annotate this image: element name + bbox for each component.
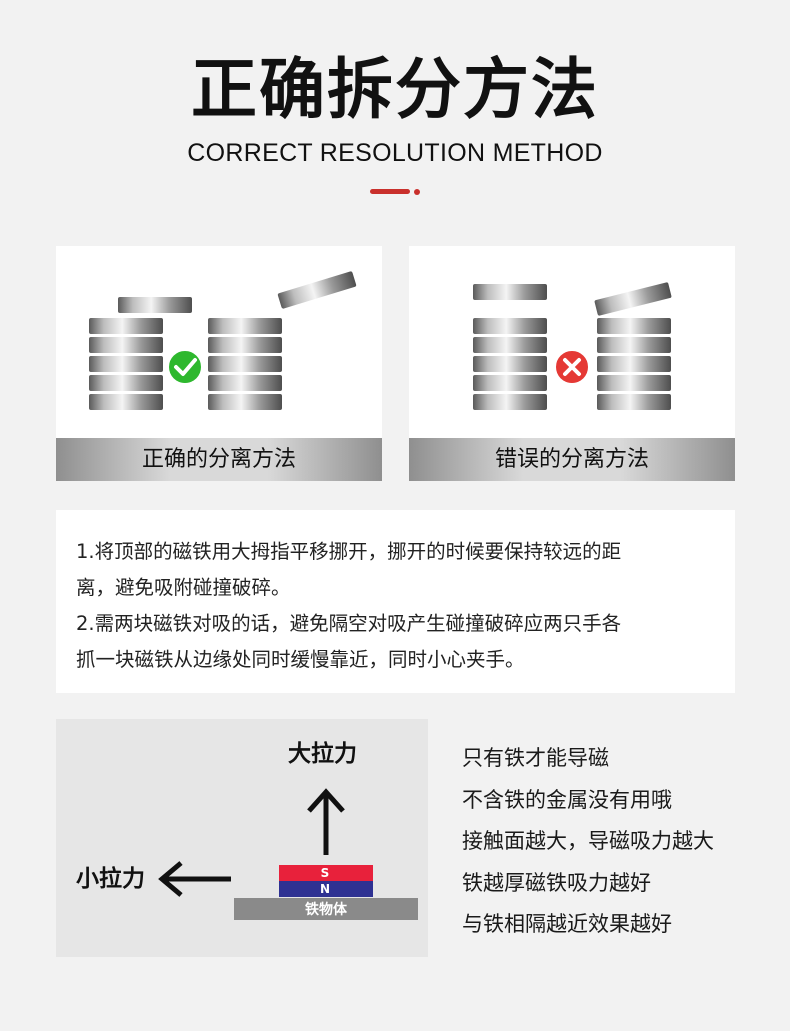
title-divider (370, 189, 410, 194)
magnet-stack-left (89, 318, 163, 410)
page-title: 正确拆分方法 (191, 51, 599, 128)
magnet-stack-right (208, 318, 282, 410)
wrong-method-illustration (473, 282, 672, 410)
magnet-facts-list: 只有铁才能导磁 不含铁的金属没有用哦 接触面越大，导磁吸力越大 铁越厚磁铁吸力越… (462, 738, 782, 946)
fact-item: 接触面越大，导磁吸力越大 (462, 829, 714, 853)
pole-s-label: S (320, 866, 330, 880)
instruction-line: 离，避免吸附碰撞破碎。 (76, 576, 291, 599)
title-divider-dot (414, 189, 420, 195)
correct-method-panel: 正确的分离方法 (56, 246, 382, 481)
lifted-magnet (473, 284, 547, 300)
instruction-line: 1.将顶部的磁铁用大拇指平移挪开，挪开的时候要保持较远的距 (76, 540, 622, 563)
magnet-north-pole (279, 881, 373, 897)
correct-method-illustration (89, 271, 357, 410)
tilted-magnet (277, 271, 357, 309)
arrow-left-icon (158, 861, 231, 897)
cross-icon (554, 349, 590, 385)
big-pull-label: 大拉力 (288, 741, 357, 767)
magnet-force-diagram: 大拉力 小拉力 S N 铁物体 (56, 719, 428, 957)
instruction-line: 2.需两块磁铁对吸的话，避免隔空对吸产生碰撞破碎应两只手各 (76, 612, 622, 635)
page-subtitle: CORRECT RESOLUTION METHOD (187, 139, 603, 167)
arrow-up-icon (307, 788, 345, 855)
sliding-magnet (118, 297, 192, 313)
instruction-line: 抓一块磁铁从边缘处同时缓慢靠近，同时小心夹手。 (76, 648, 525, 671)
correct-method-caption: 正确的分离方法 (56, 438, 382, 481)
force-diagram-graphic (158, 788, 418, 920)
check-icon (167, 349, 203, 385)
instructions-box: 1.将顶部的磁铁用大拇指平移挪开，挪开的时候要保持较远的距 离，避免吸附碰撞破碎… (56, 510, 735, 693)
magnet-south-pole (279, 865, 373, 881)
wrong-method-panel: 错误的分离方法 (409, 246, 735, 481)
fact-item: 不含铁的金属没有用哦 (462, 787, 672, 812)
iron-object (234, 898, 418, 920)
magnet-stack-right (597, 318, 671, 410)
magnet-stack-left (473, 318, 547, 410)
fact-item: 铁越厚磁铁吸力越好 (462, 870, 651, 895)
fact-item: 只有铁才能导磁 (462, 746, 609, 770)
wrong-method-caption: 错误的分离方法 (409, 438, 735, 481)
iron-object-label: 铁物体 (305, 902, 347, 918)
pole-n-label: N (319, 882, 331, 896)
tilted-magnet (594, 282, 672, 316)
small-pull-label: 小拉力 (76, 866, 145, 892)
fact-item: 与铁相隔越近效果越好 (462, 912, 672, 936)
